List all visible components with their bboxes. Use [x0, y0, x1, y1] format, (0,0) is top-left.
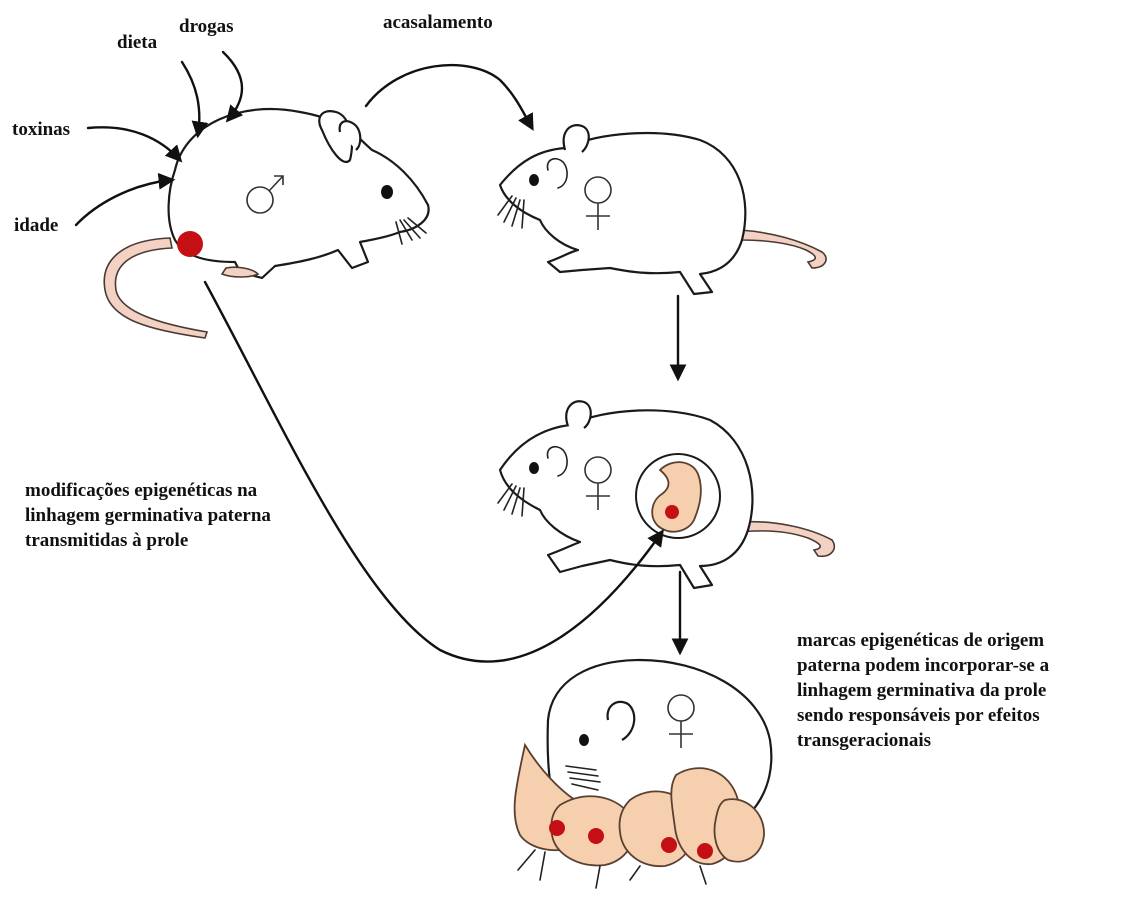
germline-note: modificações epigenéticas na linhagem ge… — [25, 478, 271, 553]
offspring-note-line-5: transgeracionais — [797, 728, 1049, 753]
pregnant-tail — [740, 522, 834, 557]
germline-note-line-3: transmitidas à prole — [25, 528, 271, 553]
label-mating: acasalamento — [383, 12, 493, 34]
age-arrow — [76, 180, 172, 225]
mating-arrow — [366, 65, 532, 128]
label-diet: dieta — [117, 32, 157, 54]
mother-with-pups — [515, 660, 772, 888]
female-mouse — [498, 125, 826, 294]
pup-mark-2 — [588, 828, 604, 844]
male-mouse — [104, 109, 428, 338]
offspring-note-line-2: paterna podem incorporar-se a — [797, 653, 1049, 678]
pregnant-ear — [566, 401, 591, 428]
diet-arrow — [182, 62, 199, 135]
pup-mark-4 — [697, 843, 713, 859]
female-body — [500, 133, 745, 294]
offspring-note-line-4: sendo responsáveis por efeitos — [797, 703, 1049, 728]
offspring-note-line-1: marcas epigenéticas de origem — [797, 628, 1049, 653]
pup-mark-3 — [661, 837, 677, 853]
female-tail — [740, 230, 826, 268]
drugs-arrow — [223, 52, 242, 120]
label-drugs: drogas — [179, 16, 234, 38]
offspring-note: marcas epigenéticas de origem paterna po… — [797, 628, 1049, 753]
embryo-epigenetic-mark — [665, 505, 679, 519]
mother-eye — [579, 734, 589, 746]
male-eye — [381, 185, 393, 199]
male-epigenetic-mark — [177, 231, 203, 257]
germline-note-line-1: modificações epigenéticas na — [25, 478, 271, 503]
female-ear — [564, 125, 589, 152]
pregnant-eye — [529, 462, 539, 474]
label-toxins: toxinas — [12, 119, 70, 141]
pup-5 — [715, 799, 765, 862]
pup-mark-1 — [549, 820, 565, 836]
offspring-note-line-3: linhagem germinativa da prole — [797, 678, 1049, 703]
female-eye — [529, 174, 539, 186]
pregnant-mouse — [498, 401, 834, 588]
toxins-arrow — [88, 127, 180, 160]
germline-note-line-2: linhagem germinativa paterna — [25, 503, 271, 528]
label-age: idade — [14, 215, 58, 237]
